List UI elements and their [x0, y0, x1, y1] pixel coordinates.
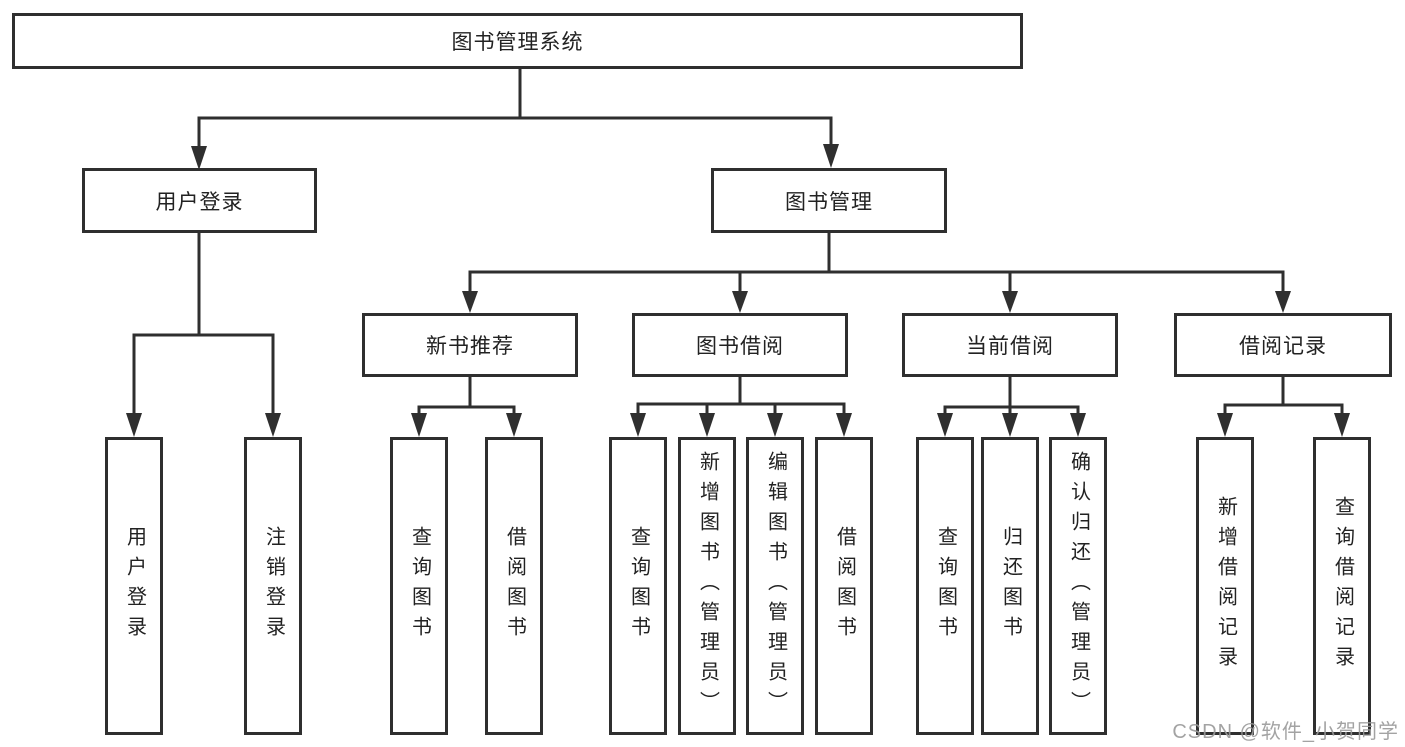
node-user-login-label: 用户登录 — [155, 190, 244, 214]
leaf-confirm-return-admin: 确认归还（管理员） — [1049, 437, 1107, 735]
leaf-user-login: 用户登录 — [105, 437, 163, 735]
leaf-current-query-books-label: 查询图书 — [934, 526, 957, 646]
leaf-borrowing-query-books-label: 查询图书 — [627, 526, 650, 646]
node-root-label: 图书管理系统 — [451, 31, 584, 54]
node-book-borrowing-label: 图书借阅 — [696, 335, 784, 358]
connector-user-login-children — [126, 231, 281, 437]
leaf-add-borrow-record: 新增借阅记录 — [1196, 437, 1254, 735]
leaf-borrowing-query-books: 查询图书 — [609, 437, 667, 735]
leaf-return-books-label: 归还图书 — [999, 526, 1022, 646]
leaf-edit-books-admin: 编辑图书（管理员） — [746, 437, 804, 735]
leaf-return-books: 归还图书 — [981, 437, 1039, 735]
leaf-newbook-borrow-books-label: 借阅图书 — [503, 526, 526, 646]
leaf-edit-books-admin-label: 编辑图书（管理员） — [764, 451, 787, 721]
leaf-borrowing-borrow-books: 借阅图书 — [815, 437, 873, 735]
leaf-add-borrow-record-label: 新增借阅记录 — [1214, 496, 1237, 676]
leaf-newbook-query-books: 查询图书 — [390, 437, 448, 735]
connector-current-borrowing-children — [937, 375, 1086, 437]
node-new-book-recommend: 新书推荐 — [362, 313, 578, 377]
leaf-confirm-return-admin-label: 确认归还（管理员） — [1067, 451, 1090, 721]
connector-root-to-level2 — [191, 66, 839, 170]
leaf-logout: 注销登录 — [244, 437, 302, 735]
leaf-logout-label: 注销登录 — [262, 526, 285, 646]
node-root: 图书管理系统 — [12, 13, 1023, 69]
connector-new-book-children — [411, 375, 522, 437]
connector-borrowing-records-children — [1217, 375, 1350, 437]
leaf-add-books-admin-label: 新增图书（管理员） — [696, 451, 719, 721]
leaf-newbook-borrow-books: 借阅图书 — [485, 437, 543, 735]
node-borrowing-records-label: 借阅记录 — [1239, 335, 1327, 358]
connector-book-management-children — [462, 231, 1291, 313]
node-current-borrowing-label: 当前借阅 — [966, 335, 1054, 358]
watermark: CSDN @软件_小贺同学 — [1172, 721, 1399, 743]
node-book-management: 图书管理 — [711, 168, 947, 233]
node-borrowing-records: 借阅记录 — [1174, 313, 1392, 377]
leaf-borrowing-borrow-books-label: 借阅图书 — [833, 526, 856, 646]
leaf-newbook-query-books-label: 查询图书 — [408, 526, 431, 646]
leaf-user-login-label: 用户登录 — [123, 526, 146, 646]
leaf-query-borrow-record: 查询借阅记录 — [1313, 437, 1371, 735]
node-book-borrowing: 图书借阅 — [632, 313, 848, 377]
leaf-query-borrow-record-label: 查询借阅记录 — [1331, 496, 1354, 676]
node-new-book-recommend-label: 新书推荐 — [426, 335, 514, 358]
node-current-borrowing: 当前借阅 — [902, 313, 1118, 377]
connector-book-borrowing-children — [630, 375, 852, 437]
node-user-login: 用户登录 — [82, 168, 317, 233]
leaf-current-query-books: 查询图书 — [916, 437, 974, 735]
node-book-management-label: 图书管理 — [785, 190, 873, 214]
leaf-add-books-admin: 新增图书（管理员） — [678, 437, 736, 735]
